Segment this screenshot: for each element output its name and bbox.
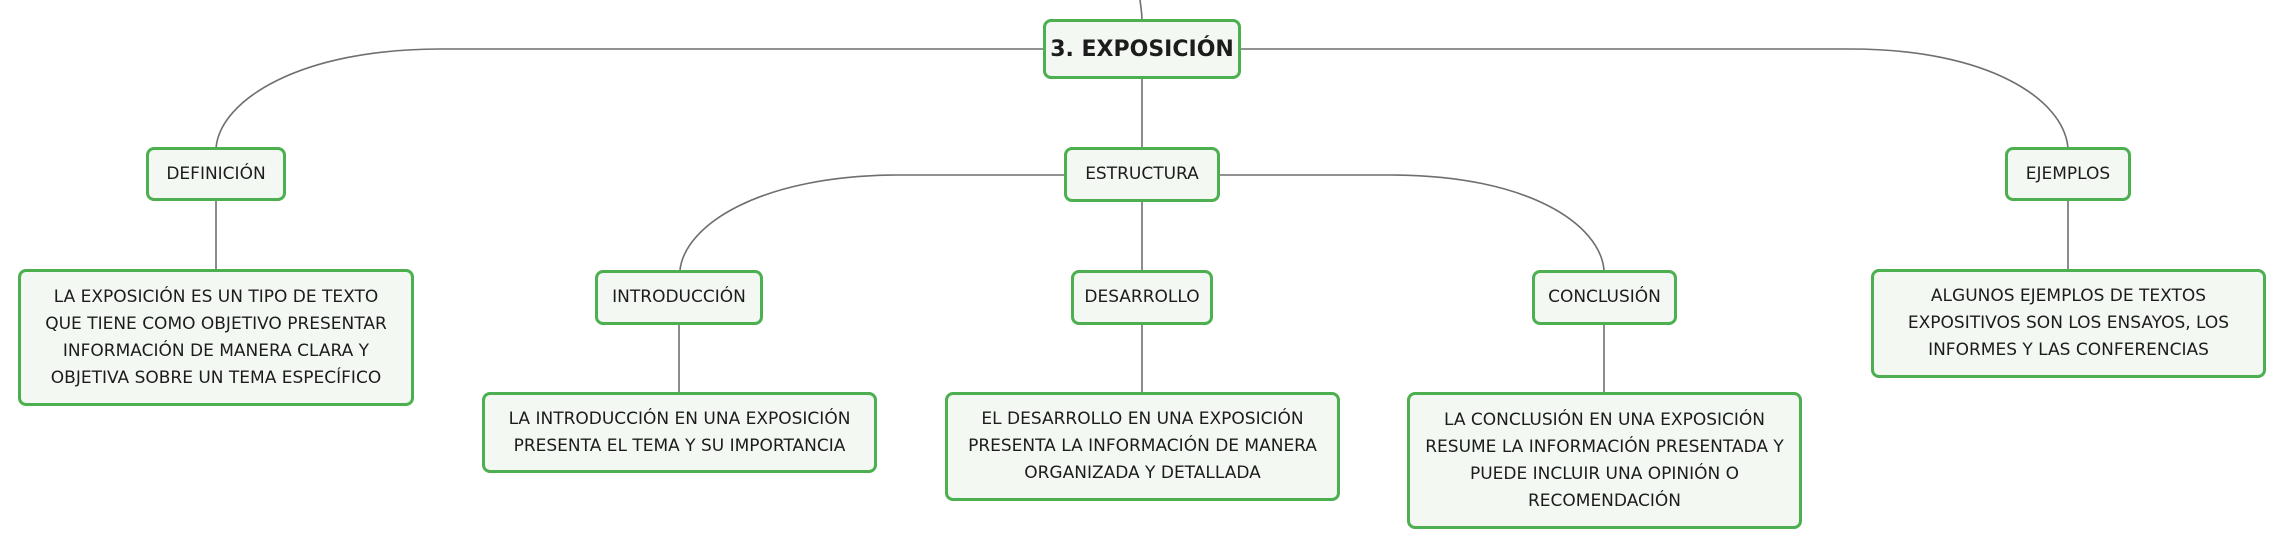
introduccion-node[interactable]: INTRODUCCIÓN xyxy=(595,270,763,325)
definicion-label: DEFINICIÓN xyxy=(166,163,266,184)
desarrollo-text: EL DESARROLLO EN UNA EXPOSICIÓN PRESENTA… xyxy=(968,409,1317,483)
connector-estructura-to-introduccion xyxy=(679,174,1065,271)
introduccion-label: INTRODUCCIÓN xyxy=(612,287,746,307)
conclusion-text-node[interactable]: LA CONCLUSIÓN EN UNA EXPOSICIÓN RESUME L… xyxy=(1407,392,1802,529)
desarrollo-label: DESARROLLO xyxy=(1084,287,1200,307)
introduccion-text-node[interactable]: LA INTRODUCCIÓN EN UNA EXPOSICIÓN PRESEN… xyxy=(482,392,877,473)
conclusion-text: LA CONCLUSIÓN EN UNA EXPOSICIÓN RESUME L… xyxy=(1425,409,1784,511)
root-label: 3. EXPOSICIÓN xyxy=(1050,36,1234,62)
introduccion-text: LA INTRODUCCIÓN EN UNA EXPOSICIÓN PRESEN… xyxy=(508,408,851,456)
conclusion-node[interactable]: CONCLUSIÓN xyxy=(1532,270,1677,325)
connector-root-to-definicion xyxy=(215,48,1045,149)
ejemplos-label: EJEMPLOS xyxy=(2025,163,2111,184)
connector-parent-to-root xyxy=(1139,0,1143,21)
conclusion-label: CONCLUSIÓN xyxy=(1548,287,1661,307)
desarrollo-node[interactable]: DESARROLLO xyxy=(1071,270,1213,325)
estructura-label: ESTRUCTURA xyxy=(1085,164,1199,184)
ejemplos-node[interactable]: EJEMPLOS xyxy=(2005,147,2131,201)
connector-estructura-to-conclusion xyxy=(1219,174,1605,271)
definicion-text: LA EXPOSICIÓN ES UN TIPO DE TEXTO QUE TI… xyxy=(45,286,387,388)
definicion-node[interactable]: DEFINICIÓN xyxy=(146,147,286,201)
desarrollo-text-node[interactable]: EL DESARROLLO EN UNA EXPOSICIÓN PRESENTA… xyxy=(945,392,1340,501)
root-node[interactable]: 3. EXPOSICIÓN xyxy=(1043,19,1241,79)
definicion-text-node[interactable]: LA EXPOSICIÓN ES UN TIPO DE TEXTO QUE TI… xyxy=(18,269,414,406)
estructura-node[interactable]: ESTRUCTURA xyxy=(1064,147,1220,202)
ejemplos-text-node[interactable]: ALGUNOS EJEMPLOS DE TEXTOS EXPOSITIVOS S… xyxy=(1871,269,2266,378)
connector-root-to-ejemplos xyxy=(1239,48,2069,149)
ejemplos-text: ALGUNOS EJEMPLOS DE TEXTOS EXPOSITIVOS S… xyxy=(1907,286,2230,360)
